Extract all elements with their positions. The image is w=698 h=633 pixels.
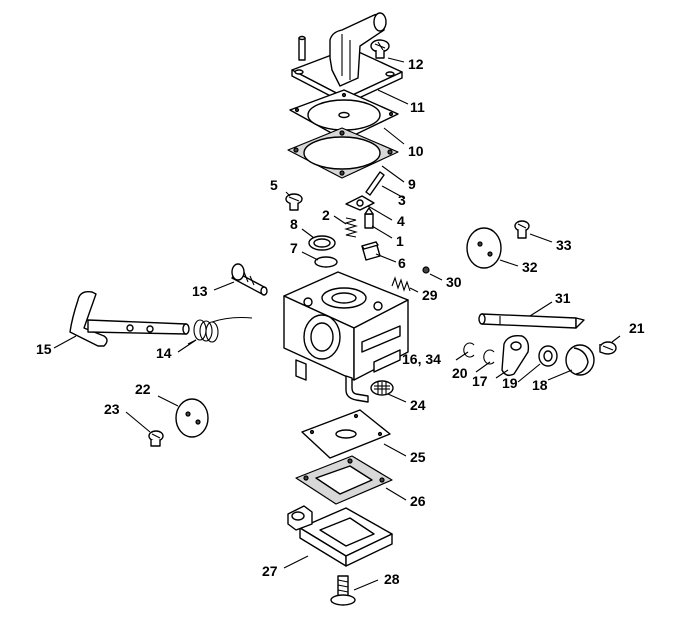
- leader-lines: [53, 57, 621, 591]
- part-6-sleeve: [361, 241, 381, 261]
- part-10-diaphragm: [289, 89, 399, 141]
- label-part-32: 32: [522, 259, 538, 275]
- part-18-knob: [565, 344, 595, 376]
- label-part-29: 29: [422, 287, 438, 303]
- label-part-16-34: 16, 34: [402, 351, 441, 367]
- label-part-15: 15: [36, 341, 52, 357]
- part-22-plate: [175, 398, 209, 438]
- part-26-gasket: [295, 455, 393, 505]
- part-32-plate: [466, 227, 502, 269]
- part-19-washer: [538, 345, 558, 367]
- label-part-17: 17: [472, 373, 488, 389]
- part-9-gasket: [287, 127, 399, 179]
- label-part-26: 26: [410, 493, 426, 509]
- part-33-screw: [514, 220, 530, 239]
- label-part-33: 33: [556, 237, 572, 253]
- carburetor-body: [283, 271, 409, 403]
- part-5-screw: [285, 193, 303, 211]
- part-14-spring: [187, 316, 253, 345]
- part-11-cover: [291, 12, 403, 105]
- part-8-ring: [308, 235, 336, 251]
- part-labels: 12 11 10 9 3 4 1 6 5 2 8 7 29 30 13 15 1…: [36, 56, 645, 587]
- label-part-4: 4: [397, 213, 405, 229]
- part-31-choke-shaft: [478, 313, 585, 329]
- label-part-13: 13: [192, 283, 208, 299]
- part-3-pin: [365, 171, 385, 196]
- part-20-clip: [483, 349, 495, 365]
- label-part-2: 2: [322, 207, 330, 223]
- part-4-lever: [345, 195, 375, 211]
- part-13-shaft: [231, 263, 268, 296]
- label-part-5: 5: [270, 177, 278, 193]
- label-part-1: 1: [396, 233, 404, 249]
- label-part-10: 10: [408, 143, 424, 159]
- label-part-14: 14: [156, 345, 172, 361]
- label-part-23: 23: [104, 401, 120, 417]
- part-30-ball: [422, 266, 430, 274]
- part-23-screw: [148, 430, 164, 447]
- label-part-30: 30: [446, 274, 462, 290]
- part-12-screw: [370, 39, 390, 59]
- label-part-28: 28: [384, 571, 400, 587]
- part-27-pump-cover: [287, 505, 393, 567]
- part-16-34-clip: [463, 342, 475, 358]
- part-21-screw: [599, 341, 617, 355]
- label-part-25: 25: [410, 449, 426, 465]
- label-part-11: 11: [410, 99, 425, 115]
- label-part-21: 21: [629, 320, 645, 336]
- part-17-lever: [501, 334, 530, 377]
- part-24-strainer: [370, 380, 394, 396]
- label-part-31: 31: [555, 290, 571, 306]
- label-part-7: 7: [290, 240, 298, 256]
- label-part-24: 24: [410, 397, 426, 413]
- label-part-19: 19: [502, 375, 518, 391]
- label-part-27: 27: [262, 563, 278, 579]
- part-1-needle: [364, 207, 374, 229]
- label-part-12: 12: [408, 56, 424, 72]
- label-part-8: 8: [290, 216, 298, 232]
- label-part-6: 6: [398, 255, 406, 271]
- label-part-20: 20: [452, 365, 468, 381]
- label-part-22: 22: [135, 381, 151, 397]
- part-15-throttle-lever: [69, 290, 190, 347]
- part-2-spring: [344, 217, 358, 238]
- label-part-9: 9: [408, 176, 416, 192]
- label-part-18: 18: [532, 377, 548, 393]
- part-25-diaphragm: [301, 409, 391, 459]
- part-7-seal: [314, 256, 338, 268]
- part-28-screw: [330, 575, 356, 606]
- label-part-3: 3: [398, 192, 406, 208]
- part-29-spring: [391, 276, 411, 292]
